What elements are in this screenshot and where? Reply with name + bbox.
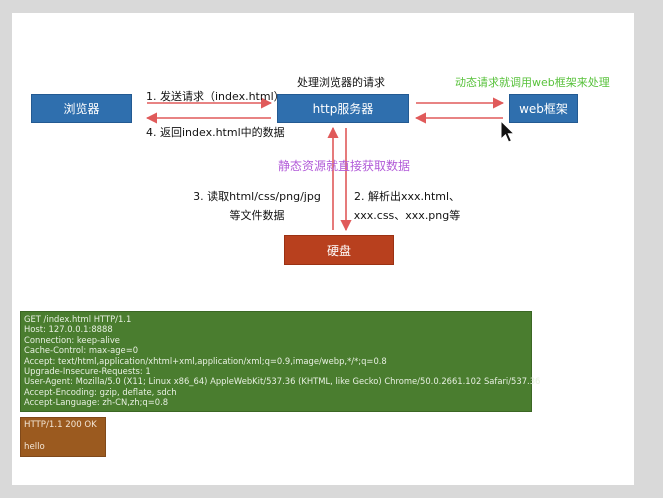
response-body: hello: [24, 442, 45, 452]
browser-node: 浏览器: [31, 94, 132, 123]
static-resource-note: 静态资源就直接获取数据: [278, 159, 411, 173]
step2-line2: xxx.css、xxx.png等: [353, 209, 461, 222]
request-line: GET /index.html HTTP/1.1: [24, 314, 132, 324]
request-line: Accept-Encoding: gzip, deflate, sdch: [24, 386, 177, 397]
http-response-block: HTTP/1.1 200 OK hello: [20, 417, 106, 457]
step2-line1: 2. 解析出xxx.html、: [353, 190, 461, 203]
request-line: Cache-Control: max-age=0: [24, 345, 139, 356]
dynamic-request-note: 动态请求就调用web框架来处理: [455, 76, 610, 89]
request-line: Connection: keep-alive: [24, 334, 120, 345]
step3-line2: 等文件数据: [229, 209, 285, 222]
request-line: Upgrade-Insecure-Requests: 1: [24, 366, 151, 377]
request-line: Accept: text/html,application/xhtml+xml,…: [24, 355, 387, 366]
http-request-block: GET /index.html HTTP/1.1 Host: 127.0.0.1…: [20, 311, 541, 412]
web-framework-node: web框架: [509, 94, 578, 123]
step4-label: 4. 返回index.html中的数据: [146, 126, 285, 139]
server-title-label: 处理浏览器的请求: [297, 76, 385, 89]
step2-label: 2. 解析出xxx.html、 xxx.css、xxx.png等: [352, 188, 462, 223]
step3-label: 3. 读取html/css/png/jpg 等文件数据: [193, 188, 321, 223]
disk-node: 硬盘: [284, 235, 394, 265]
http-server-node: http服务器: [277, 94, 409, 123]
request-line: Accept-Language: zh-CN,zh;q=0.8: [24, 397, 169, 408]
request-line: User-Agent: Mozilla/5.0 (X11; Linux x86_…: [24, 376, 541, 387]
mouse-cursor-icon: [500, 119, 516, 143]
step3-line1: 3. 读取html/css/png/jpg: [193, 190, 321, 203]
step1-label: 1. 发送请求（index.html）: [146, 90, 285, 103]
response-status: HTTP/1.1 200 OK: [24, 420, 97, 430]
request-line: Host: 127.0.0.1:8888: [24, 324, 113, 335]
